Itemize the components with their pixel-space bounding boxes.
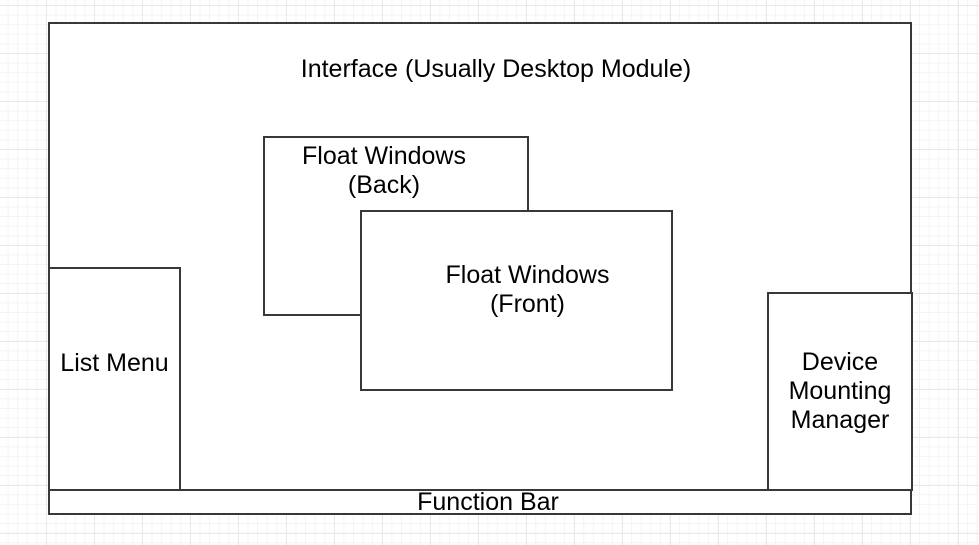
node-float-windows-front-label: Float Windows (Front)	[446, 261, 610, 319]
float-back-label-line1: Float Windows	[302, 142, 466, 170]
node-device-mounting-manager-label: Device Mounting Manager	[789, 348, 892, 435]
device-label-line1: Device	[801, 348, 879, 376]
device-label-line3: Manager	[790, 406, 890, 434]
node-interface-label: Interface (Usually Desktop Module)	[300, 55, 692, 83]
node-device-mounting-manager[interactable]: Device Mounting Manager	[767, 292, 913, 491]
node-float-windows-back-label: Float Windows (Back)	[265, 138, 527, 200]
device-label-line2: Mounting	[788, 377, 892, 405]
float-front-label-line1: Float Windows	[445, 260, 610, 289]
node-float-windows-front[interactable]: Float Windows (Front)	[360, 210, 673, 391]
node-list-menu-label: List Menu	[60, 348, 169, 377]
node-function-bar[interactable]: Function Bar	[48, 487, 912, 516]
float-front-label-line2: (Front)	[489, 289, 565, 318]
node-function-bar-label: Function Bar	[417, 487, 559, 516]
node-list-menu[interactable]: List Menu	[48, 267, 181, 491]
float-back-label-line2: (Back)	[347, 171, 421, 199]
